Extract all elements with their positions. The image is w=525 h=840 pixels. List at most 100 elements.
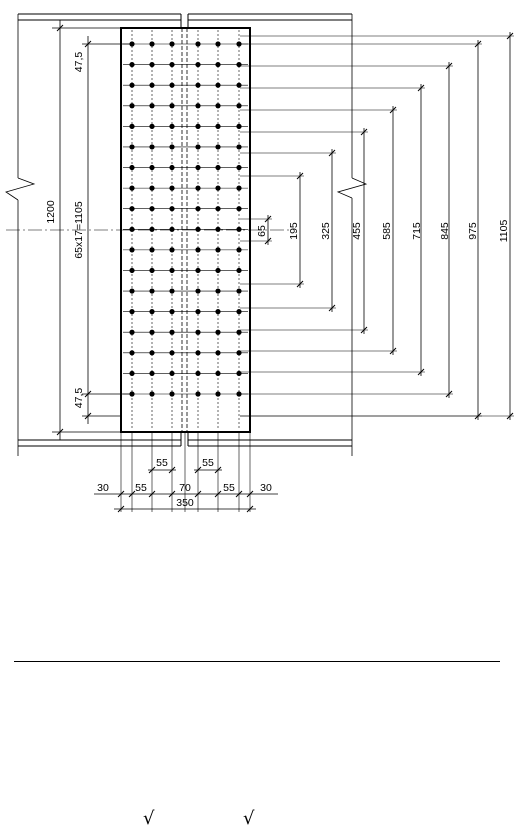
bolt (149, 61, 155, 68)
bolt (215, 103, 221, 109)
bolt (149, 41, 155, 47)
bolt (149, 267, 155, 274)
dim-845: 845 (439, 222, 451, 240)
bolt (236, 41, 242, 47)
bolt (169, 267, 175, 274)
bolt (129, 61, 135, 68)
separator-line (14, 661, 500, 662)
bolt (149, 185, 155, 191)
bolt (195, 123, 201, 129)
bolt (215, 185, 221, 191)
bolt (215, 61, 221, 68)
bolt (236, 391, 242, 397)
bolt (129, 144, 135, 150)
dimension-tick (168, 466, 176, 474)
bolt (129, 370, 135, 377)
bolt (236, 123, 242, 129)
bolt (215, 309, 221, 315)
dimension-tick (128, 490, 136, 498)
bolt (236, 370, 242, 377)
bolt (236, 329, 242, 335)
bolt (236, 103, 242, 109)
bolt (195, 370, 201, 377)
bolt (149, 144, 155, 150)
dimension-tick (148, 490, 156, 498)
bolt (169, 391, 175, 397)
bolt (149, 370, 155, 377)
dim-715: 715 (411, 222, 423, 240)
break-symbol (5, 177, 36, 201)
dim-bottom-30-right: 30 (260, 482, 272, 494)
bolt (236, 61, 242, 68)
bolt (149, 350, 155, 356)
bolt (169, 247, 175, 253)
bolt (129, 82, 135, 88)
square-root-symbol: √ (243, 808, 255, 829)
bolt (215, 82, 221, 88)
bolt (169, 185, 175, 191)
dimension-tick (246, 490, 254, 498)
bolt (169, 103, 175, 109)
bolt (129, 185, 135, 191)
bolt (236, 309, 242, 315)
dimension-lines (52, 20, 514, 513)
bolt (169, 123, 175, 129)
break-symbol (336, 177, 368, 199)
overall-height-label: 1200 (45, 200, 57, 224)
bolt (169, 61, 175, 68)
dimension-tick (194, 490, 202, 498)
bolt (169, 350, 175, 356)
bolt (195, 226, 201, 232)
bolt (215, 370, 221, 377)
bolt (149, 103, 155, 109)
dimension-tick (246, 505, 254, 513)
bolt (149, 391, 155, 397)
bolt (129, 103, 135, 109)
bolt (129, 226, 135, 232)
bolt (236, 82, 242, 88)
bolt (236, 288, 242, 294)
bolt (195, 329, 201, 335)
bolt (129, 309, 135, 315)
bottom-edge-label: 47,5 (73, 388, 85, 409)
bolt (215, 226, 221, 232)
beam-structure (5, 13, 368, 456)
bolt (236, 185, 242, 191)
bolt (169, 206, 175, 212)
bolt (169, 41, 175, 47)
bolt (195, 267, 201, 274)
bolt (236, 226, 242, 232)
dim-195: 195 (288, 222, 300, 240)
bolt (129, 391, 135, 397)
dim-bottom-55-edge-right: 55 (223, 482, 235, 494)
bolt (215, 350, 221, 356)
bolt (215, 288, 221, 294)
bolt (169, 144, 175, 150)
square-root-symbol: √ (143, 808, 155, 829)
bolt (129, 288, 135, 294)
bolt (169, 82, 175, 88)
bolt (215, 329, 221, 335)
dim-1105: 1105 (498, 220, 510, 243)
dimension-tick (235, 490, 243, 498)
bolt (149, 288, 155, 294)
bolt (129, 164, 135, 171)
bolt (149, 247, 155, 253)
bolt (195, 103, 201, 109)
bolt (215, 247, 221, 253)
bolt (236, 267, 242, 274)
bolt (215, 391, 221, 397)
bolt (215, 164, 221, 171)
bolt (169, 288, 175, 294)
bolt (236, 350, 242, 356)
dim-bottom-55-right: 55 (202, 457, 214, 469)
dim-bottom-total: 350 (176, 497, 194, 509)
bolt (195, 185, 201, 191)
bolt (149, 309, 155, 315)
dim-bottom-30-left: 30 (97, 482, 109, 494)
dim-975: 975 (467, 222, 479, 240)
bolt (149, 226, 155, 232)
dim-bottom-55-edge-left: 55 (135, 482, 147, 494)
dim-bottom-70: 70 (179, 482, 191, 494)
bolt (236, 144, 242, 150)
